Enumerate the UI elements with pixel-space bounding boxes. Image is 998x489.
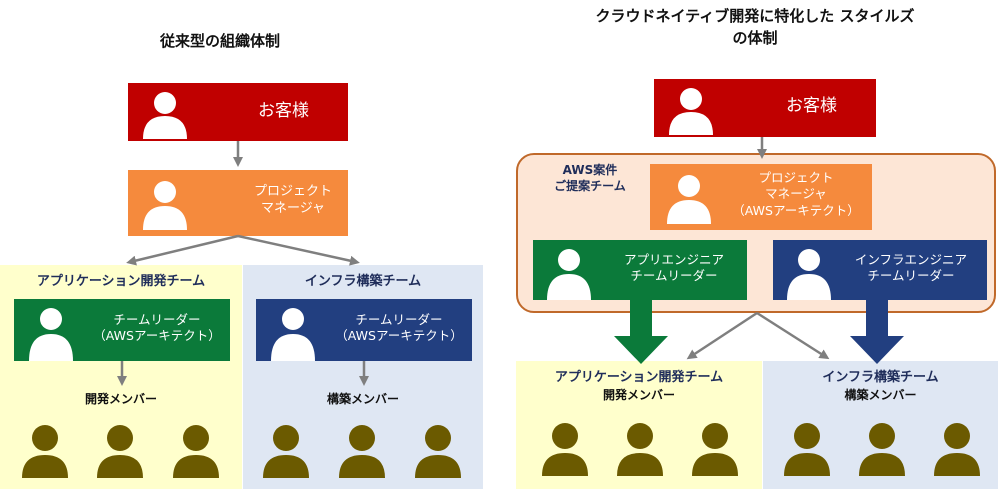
member-icon xyxy=(934,423,980,476)
left-app-leader-label: チームリーダー （AWSアーキテクト） xyxy=(93,312,221,344)
left-infra-leader-box: チームリーダー （AWSアーキテクト） xyxy=(256,299,472,361)
right-customer-box: お客様 xyxy=(654,79,876,137)
right-customer-label: お客様 xyxy=(786,96,837,116)
left-app-members-label: 開発メンバー xyxy=(84,392,157,406)
customer-icon xyxy=(666,85,716,139)
right-infra-members-label: 構築メンバー xyxy=(844,388,917,402)
pm-icon xyxy=(140,178,190,234)
left-infra-leader-label: チームリーダー （AWSアーキテクト） xyxy=(335,312,463,344)
right-title: クラウドネイティブ開発に特化した スタイルズの体制 xyxy=(595,7,915,47)
member-icon xyxy=(263,425,309,478)
right-app-members-label: 開発メンバー xyxy=(602,388,675,402)
arrow-pm-to-app-team xyxy=(126,234,239,266)
app-leader-icon xyxy=(26,305,76,365)
right-pm-box: プロジェクト マネージャ （AWSアーキテクト） xyxy=(650,164,872,230)
member-icon xyxy=(415,425,461,478)
right-app-team-label: アプリケーション開発チーム xyxy=(554,370,724,385)
member-icon xyxy=(784,423,830,476)
left-infra-members-label: 構築メンバー xyxy=(326,392,399,406)
right-infra-engineer-label: インフラエンジニア チームリーダー xyxy=(854,252,968,284)
infra-engineer-icon xyxy=(785,246,833,304)
right-app-engineer-label: アプリエンジニア チームリーダー xyxy=(623,252,724,284)
member-icon xyxy=(617,423,663,476)
arrow-proposal-to-app-team xyxy=(686,311,758,360)
arrow-proposal-to-infra-team xyxy=(756,311,830,360)
member-icon xyxy=(173,425,219,478)
member-icon xyxy=(542,423,588,476)
member-icon xyxy=(859,423,905,476)
proposal-team-label: AWS案件 ご提案チーム xyxy=(554,163,626,194)
left-app-leader-box: チームリーダー （AWSアーキテクト） xyxy=(14,299,230,361)
member-icon xyxy=(339,425,385,478)
infra-leader-icon xyxy=(268,305,318,365)
customer-icon xyxy=(140,89,190,143)
left-app-team-label: アプリケーション開発チーム xyxy=(36,274,206,289)
member-icon xyxy=(97,425,143,478)
app-engineer-icon xyxy=(545,246,593,304)
right-app-engineer-box: アプリエンジニア チームリーダー xyxy=(533,240,747,300)
left-infra-team-label: インフラ構築チーム xyxy=(304,274,422,289)
right-infra-engineer-box: インフラエンジニア チームリーダー xyxy=(773,240,987,300)
right-pm-label: プロジェクト マネージャ （AWSアーキテクト） xyxy=(732,170,860,218)
pm-icon xyxy=(664,172,714,228)
left-customer-box: お客様 xyxy=(128,83,348,141)
block-arrow-infra xyxy=(850,300,904,364)
left-pm-label: プロジェクト マネージャ xyxy=(253,184,332,216)
arrow-pm-to-infra-team xyxy=(237,234,360,266)
left-pm-box: プロジェクト マネージャ xyxy=(128,170,348,236)
member-icon xyxy=(692,423,738,476)
block-arrow-app xyxy=(614,300,668,364)
member-icon xyxy=(22,425,68,478)
right-infra-team-label: インフラ構築チーム xyxy=(822,370,939,385)
left-title: 従来型の組織体制 xyxy=(159,32,280,50)
left-customer-label: お客様 xyxy=(258,101,309,121)
